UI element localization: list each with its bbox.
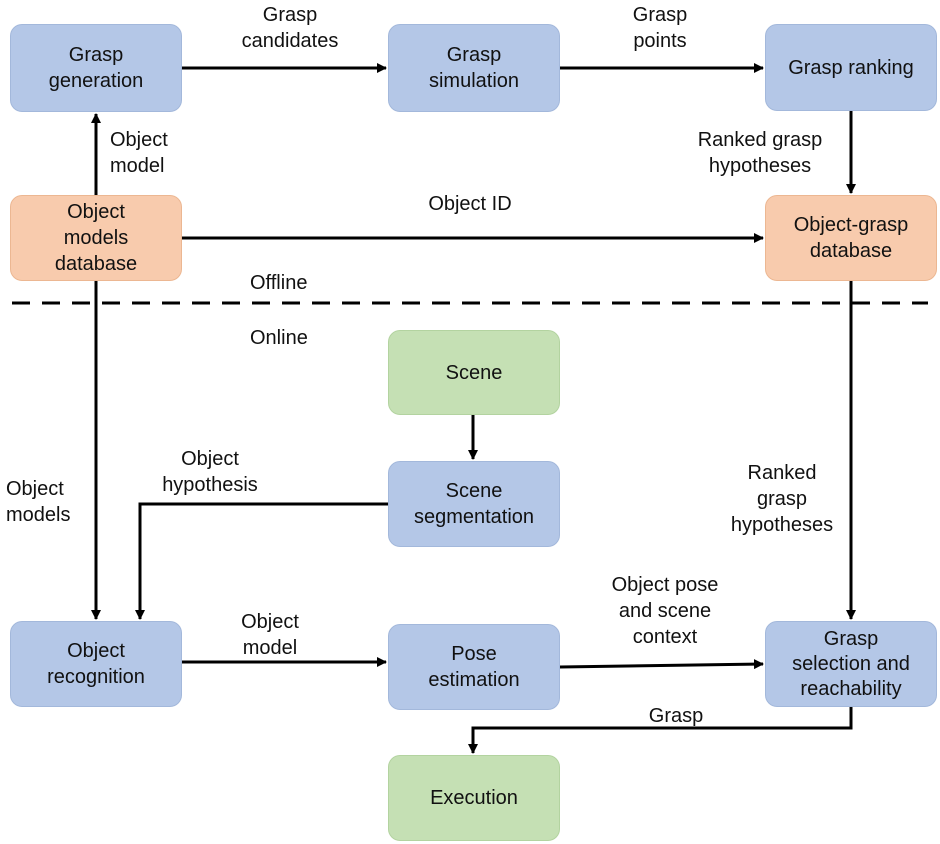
object-models-database-node: Object models database [10,195,182,281]
grasp-simulation-node: Grasp simulation [388,24,560,112]
object-recognition-node: Object recognition [10,621,182,707]
arrow-selection-to-execution [468,707,853,754]
label-grasp-points: Grasp points [632,4,688,52]
scene-segmentation-node: Scene segmentation [388,461,560,547]
label-object-id: Object ID [428,193,512,215]
object-grasp-database-node: Object-grasp database [765,195,937,281]
grasp-generation-node: Grasp generation [10,24,182,112]
label-ranked-grasp-hypotheses-top: Ranked grasp hypotheses [697,129,823,177]
label-online: Online [250,327,308,349]
label-object-pose-scene-context: Object pose and scene context [611,574,719,648]
scene-node: Scene [388,330,560,415]
label-object-model-top: Object model [110,129,168,177]
label-object-models: Object models [6,478,71,526]
execution-node: Execution [388,755,560,841]
label-grasp-candidates: Grasp candidates [241,4,339,52]
arrow-pose-to-selection [559,659,764,670]
label-ranked-grasp-hypotheses-bottom: Ranked grasp hypotheses [730,462,834,536]
grasp-ranking-node: Grasp ranking [765,24,937,111]
label-grasp: Grasp [648,705,704,727]
pose-estimation-node: Pose estimation [388,624,560,710]
label-object-hypothesis: Object hypothesis [162,448,258,496]
arrow-segmentation-to-recognition [135,502,388,620]
label-offline: Offline [250,272,308,294]
grasp-selection-node: Grasp selection and reachability [765,621,937,707]
label-object-model-bottom: Object model [241,611,299,659]
